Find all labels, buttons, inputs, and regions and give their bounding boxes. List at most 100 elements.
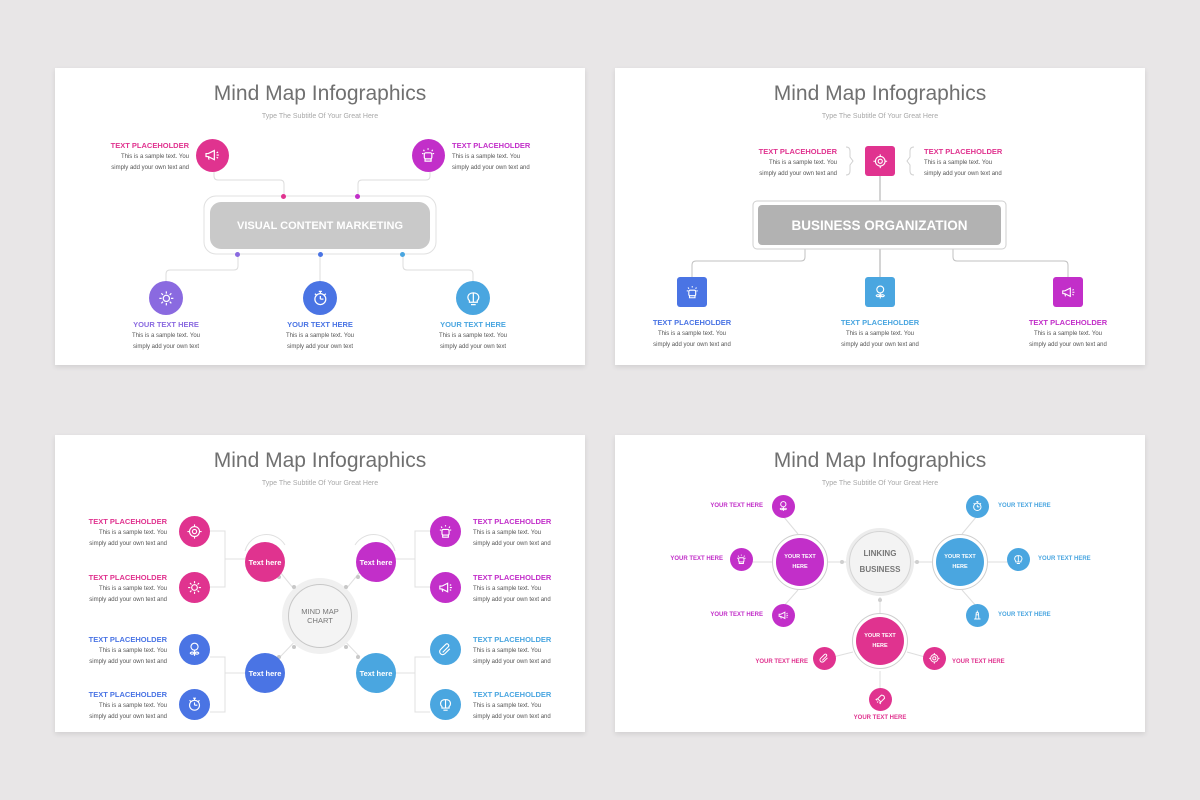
connector-dot: [356, 655, 360, 659]
item-heading: TEXT PLACEHOLDER: [110, 141, 189, 150]
slide-business-organization: Mind Map Infographics Type The Subtitle …: [615, 68, 1145, 365]
connector-dot: [355, 194, 360, 199]
center-label: BUSINESS ORGANIZATION: [791, 217, 968, 233]
center-node-outer: LINKING BUSINESS: [846, 528, 914, 596]
item-heading: TEXT PLACEHOLDER: [473, 690, 552, 699]
megaphone-icon: [777, 609, 790, 622]
connector-dot: [840, 560, 844, 564]
leaf-label: YOUR TEXT HERE: [1038, 556, 1091, 562]
item-heading: TEXT PLACEHOLDER: [452, 141, 531, 150]
target-icon: [186, 523, 203, 540]
item-heading: TEXT PLACEHOLDER: [1028, 318, 1108, 327]
connector-dot: [281, 194, 286, 199]
stopwatch-icon: [971, 500, 984, 513]
money-plant-icon: [777, 500, 790, 513]
branch-node: Text here: [245, 653, 285, 693]
item-icon-circle: [430, 516, 461, 547]
center-node-outer: MIND MAP CHART: [282, 578, 358, 654]
gear-icon: [157, 289, 176, 308]
slide-subtitle: Type The Subtitle Of Your Great Here: [821, 113, 939, 120]
item-heading: YOUR TEXT HERE: [133, 320, 199, 329]
leaf-icon-circle: [730, 548, 753, 571]
lighthouse-icon: [971, 609, 984, 622]
center-node: LINKING BUSINESS: [849, 531, 911, 593]
rocket-icon: [874, 693, 887, 706]
item-heading: YOUR TEXT HERE: [287, 320, 353, 329]
connector-dot: [915, 560, 919, 564]
fist-icon: [735, 553, 748, 566]
leaf-label: YOUR TEXT HERE: [998, 503, 1051, 509]
megaphone-icon: [1060, 284, 1077, 301]
fist-icon: [684, 284, 701, 301]
item-icon-circle: [412, 139, 445, 172]
brain-icon: [437, 696, 454, 713]
leaf-label: YOUR TEXT HERE: [998, 612, 1051, 618]
target-icon: [872, 153, 889, 170]
connector-dot: [344, 585, 348, 589]
brain-icon: [1012, 553, 1025, 566]
leaf-icon-circle: [772, 604, 795, 627]
leaf-icon-circle: [966, 495, 989, 518]
leaf-icon-circle: [813, 647, 836, 670]
top-icon-square: [865, 146, 895, 176]
connector-dot: [356, 575, 360, 579]
item-heading: TEXT PLACEHOLDER: [473, 635, 552, 644]
item-icon-square: [1053, 277, 1083, 307]
item-icon-circle: [179, 634, 210, 665]
item-heading: TEXT PLACEHOLDER: [88, 635, 167, 644]
item-heading: TEXT PLACEHOLDER: [652, 318, 732, 327]
leaf-label: YOUR TEXT HERE: [710, 503, 763, 509]
item-icon-circle: [303, 281, 337, 315]
connector-dot: [344, 645, 348, 649]
item-icon-circle: [456, 281, 490, 315]
connector-dot: [400, 252, 405, 257]
target-icon: [928, 652, 941, 665]
connector-dot: [318, 252, 323, 257]
branch-node: Text here: [356, 653, 396, 693]
leaf-icon-circle: [923, 647, 946, 670]
connector-dot: [277, 575, 281, 579]
item-heading: TEXT PLACEHOLDER: [88, 690, 167, 699]
leaf-label: YOUR TEXT HERE: [755, 659, 808, 665]
branch-node: Text here: [356, 542, 396, 582]
item-heading: TEXT PLACEHOLDER: [924, 147, 1003, 156]
leaf-icon-circle: [772, 495, 795, 518]
brain-icon: [464, 289, 483, 308]
slide-subtitle: Type The Subtitle Of Your Great Here: [261, 480, 379, 487]
slide-title: Mind Map Infographics: [213, 449, 427, 472]
center-box: VISUAL CONTENT MARKETING: [210, 202, 430, 249]
item-icon-circle: [430, 634, 461, 665]
leaf-label: YOUR TEXT HERE: [710, 612, 763, 618]
fist-icon: [419, 146, 437, 164]
leaf-label: YOUR TEXT HERE: [952, 659, 1005, 665]
item-heading: YOUR TEXT HERE: [440, 320, 506, 329]
slide-subtitle: Type The Subtitle Of Your Great Here: [261, 113, 379, 120]
item-heading: TEXT PLACEHOLDER: [88, 573, 167, 582]
megaphone-icon: [437, 579, 454, 596]
center-node: MIND MAP CHART: [288, 584, 352, 648]
connector-dot: [292, 645, 296, 649]
leaf-icon-circle: [869, 688, 892, 711]
slide-visual-content-marketing: Mind Map Infographics Type The Subtitle …: [55, 68, 585, 365]
leaf-label: YOUR TEXT HERE: [670, 556, 723, 562]
item-heading: TEXT PLACEHOLDER: [88, 517, 167, 526]
item-icon-circle: [179, 689, 210, 720]
megaphone-icon: [203, 146, 221, 164]
stopwatch-icon: [311, 289, 330, 308]
slide-subtitle: Type The Subtitle Of Your Great Here: [821, 480, 939, 487]
connector-dot: [235, 252, 240, 257]
stopwatch-icon: [186, 696, 203, 713]
